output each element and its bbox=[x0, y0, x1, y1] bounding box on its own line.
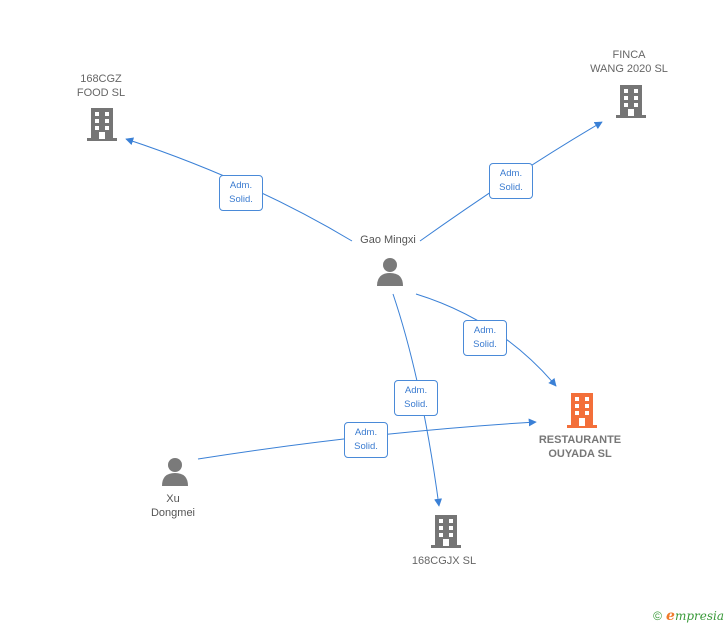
person-label-xu-dongmei[interactable]: Xu Dongmei bbox=[150, 493, 196, 519]
brand-name: mpresia bbox=[674, 609, 724, 623]
building-icon[interactable] bbox=[566, 392, 598, 433]
edge-role-line1: Adm. bbox=[473, 325, 497, 336]
building-icon[interactable] bbox=[430, 514, 462, 553]
edge-role-line2: Solid. bbox=[499, 182, 523, 193]
edge-role-line1: Adm. bbox=[229, 180, 253, 191]
company-label-restaurante-ouyada[interactable]: RESTAURANTE OUYADA SL bbox=[538, 434, 622, 460]
edge-role-line1: Adm. bbox=[354, 427, 378, 438]
brand-footer: ©empresia bbox=[653, 608, 724, 624]
person-icon[interactable] bbox=[375, 256, 405, 291]
edge-role-line2: Solid. bbox=[354, 441, 378, 452]
edge-badge-gao-restaurante[interactable]: Adm. Solid. bbox=[463, 320, 507, 356]
building-icon[interactable] bbox=[86, 107, 118, 146]
edge-badge-gao-finca[interactable]: Adm. Solid. bbox=[489, 163, 533, 199]
edge-role-line2: Solid. bbox=[473, 339, 497, 350]
edge-role-line1: Adm. bbox=[404, 385, 428, 396]
building-icon[interactable] bbox=[615, 84, 647, 123]
edge-badge-gao-168cgjx[interactable]: Adm. Solid. bbox=[394, 380, 438, 416]
company-label-168cgjx[interactable]: 168CGJX SL bbox=[411, 555, 477, 567]
edge-role-line2: Solid. bbox=[229, 194, 253, 205]
person-icon[interactable] bbox=[160, 456, 190, 491]
company-label-finca-wang[interactable]: FINCA WANG 2020 SL bbox=[590, 49, 668, 75]
edge-role-line1: Adm. bbox=[499, 168, 523, 179]
person-label-gao-mingxi[interactable]: Gao Mingxi bbox=[360, 234, 416, 246]
copyright-symbol: © bbox=[653, 609, 663, 623]
brand-initial: e bbox=[666, 608, 675, 624]
edge-badge-gao-food[interactable]: Adm. Solid. bbox=[219, 175, 263, 211]
edge-badge-xu-restaurante[interactable]: Adm. Solid. bbox=[344, 422, 388, 458]
company-label-168cgz-food[interactable]: 168CGZ FOOD SL bbox=[76, 73, 126, 99]
edge-role-line2: Solid. bbox=[404, 399, 428, 410]
